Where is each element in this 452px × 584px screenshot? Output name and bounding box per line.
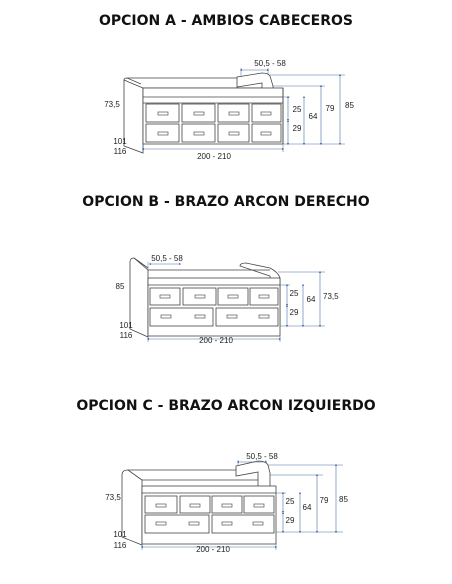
dim-64-b: 64: [307, 295, 316, 304]
dim-top-width-b: 50,5 - 58: [151, 254, 183, 263]
dim-depth-b-116: 116: [120, 331, 133, 340]
option-b-title: OPCION B - BRAZO ARCON DERECHO: [82, 194, 369, 210]
option-a-title: OPCION A - AMBIOS CABECEROS: [99, 13, 353, 29]
dim-top-width-c: 50,5 - 58: [246, 452, 278, 461]
dim-depth-a-101: 101: [113, 137, 127, 146]
option-b: OPCION B - BRAZO ARCON DERECHO: [82, 194, 369, 345]
dim-left-height-c: 73,5: [105, 493, 121, 502]
dim-left-height-a: 73,5: [104, 100, 120, 109]
dim-85-c: 85: [339, 495, 348, 504]
dimensions-b: 50,5 - 58 85 101 116 200 - 210 25 29 64 …: [116, 254, 340, 345]
drawer-handles-c: [155, 503, 265, 526]
dim-depth-a-116: 116: [114, 147, 127, 156]
bed-drawing-c: [121, 460, 277, 546]
drawer-handles-b: [159, 294, 270, 319]
bed-drawing-b: [129, 257, 281, 338]
dim-length-c: 200 - 210: [196, 545, 230, 554]
dim-depth-c-101: 101: [113, 530, 127, 539]
dimensions-a: 50,5 - 58 73,5 101 116 200 - 210 25 29 6…: [104, 59, 354, 161]
bed-drawing-a: [123, 72, 284, 154]
dim-29-c: 29: [286, 516, 295, 525]
dim-25-b: 25: [290, 289, 299, 298]
dim-79-a: 79: [326, 104, 335, 113]
dim-right-height-b: 73,5: [323, 292, 339, 301]
dimensions-c: 50,5 - 58 73,5 101 116 200 - 210 25 29 6…: [105, 452, 348, 554]
dim-depth-c-116: 116: [114, 541, 127, 550]
option-c: OPCION C - BRAZO ARCON IZQUIERDO: [76, 398, 375, 554]
dim-64-a: 64: [309, 112, 318, 121]
option-c-title: OPCION C - BRAZO ARCON IZQUIERDO: [76, 398, 375, 414]
dim-depth-b-101: 101: [119, 321, 133, 330]
drawer-handles-a: [157, 111, 272, 136]
dim-25-a: 25: [293, 105, 302, 114]
dim-79-c: 79: [320, 496, 329, 505]
dim-left-height-b: 85: [116, 282, 125, 291]
dim-64-c: 64: [303, 503, 312, 512]
dim-85-a: 85: [345, 101, 354, 110]
dim-25-c: 25: [286, 497, 295, 506]
dim-length-b: 200 - 210: [199, 336, 233, 345]
dim-29-b: 29: [290, 308, 299, 317]
dim-length-a: 200 - 210: [197, 152, 231, 161]
dim-29-a: 29: [293, 124, 302, 133]
dim-top-width-a: 50,5 - 58: [254, 59, 286, 68]
option-a: OPCION A - AMBIOS CABECEROS: [99, 13, 354, 161]
